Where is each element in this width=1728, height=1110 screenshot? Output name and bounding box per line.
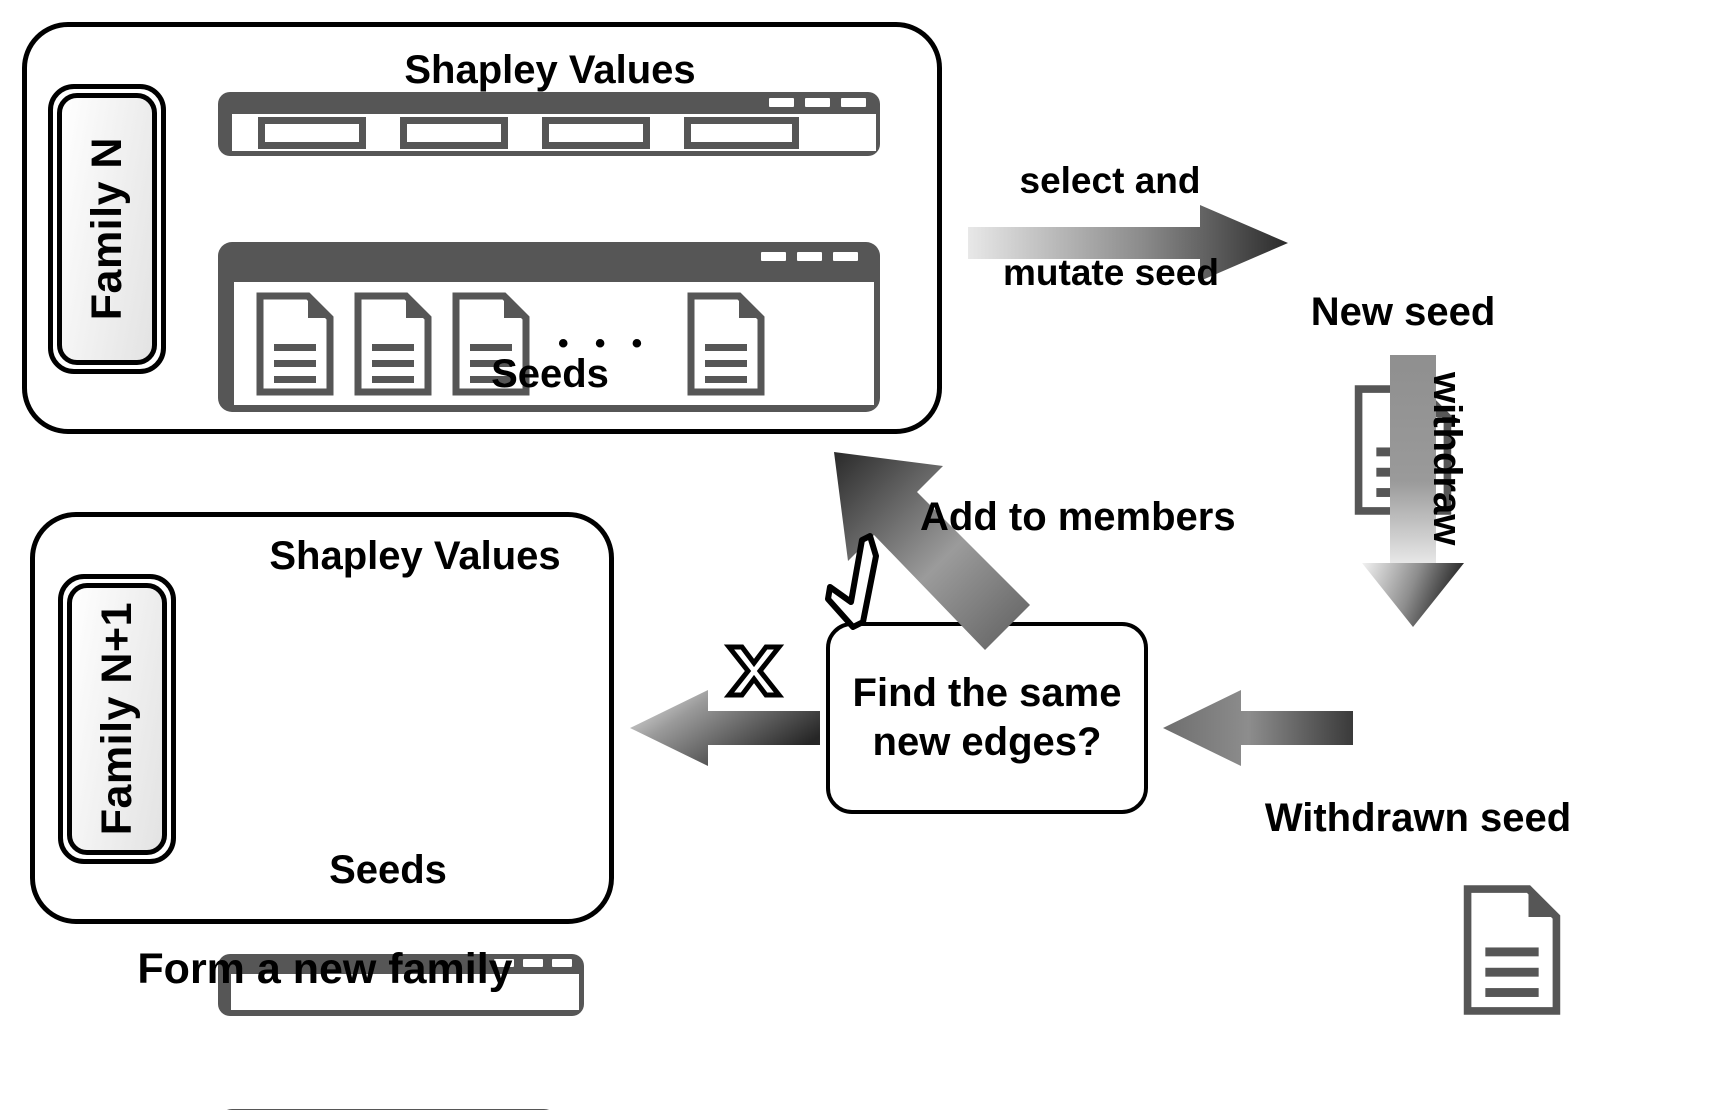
withdraw-arrow (1362, 355, 1464, 627)
seeds-ellipsis: • • • (558, 326, 652, 360)
cross-icon (723, 644, 785, 698)
shapley-slot (684, 116, 799, 149)
window-dots-seeds-n (761, 252, 858, 261)
family-n-shapley-caption: Shapley Values (404, 48, 696, 92)
window-dots-shapley-n (769, 98, 866, 107)
window-dot (769, 98, 794, 107)
select-mutate-arrow (968, 205, 1288, 281)
document-icon (256, 292, 334, 396)
window-dot (841, 98, 866, 107)
select-mutate-label-line2: mutate seed (1003, 252, 1219, 293)
family-n-seeds-caption: Seeds (491, 352, 609, 396)
family-n-seeds-body: • • • (234, 282, 874, 405)
family-n-plus-1-shapley-caption: Shapley Values (269, 534, 561, 578)
shapley-slot (400, 116, 508, 149)
decision-line-2: new edges? (872, 720, 1102, 764)
withdrawn-seed-document-icon (1462, 884, 1562, 1016)
family-n-plus-1-pill: Family N+1 (58, 574, 176, 864)
withdrawn-to-decision-arrow (1163, 690, 1353, 766)
document-icon (687, 292, 765, 396)
family-n-shapley-window (218, 92, 880, 156)
add-to-members-arrow (834, 452, 1030, 650)
withdrawn-seed-label: Withdrawn seed (1264, 796, 1572, 840)
document-icon (452, 292, 530, 396)
family-n-plus-1-label: Family N+1 (92, 602, 141, 836)
window-dot (552, 959, 572, 967)
family-n-label: Family N (82, 137, 131, 321)
shapley-slot (258, 116, 366, 149)
add-to-members-label: Add to members (920, 495, 1236, 539)
decision-line-1: Find the same (852, 671, 1122, 716)
form-a-new-family-caption: Form a new family (137, 945, 513, 993)
window-dot (523, 959, 543, 967)
family-n-plus-1-shapley-body (231, 974, 579, 1010)
window-dot (761, 252, 786, 261)
window-dots-shapley-n1 (494, 959, 572, 967)
window-dot (805, 98, 830, 107)
document-icon (354, 292, 432, 396)
family-n-seeds-window: • • • (218, 242, 880, 412)
select-mutate-label-line1: select and (1019, 160, 1201, 201)
window-dot (797, 252, 822, 261)
shapley-slot (542, 116, 650, 149)
new-seed-label: New seed (1310, 290, 1496, 334)
window-dot (494, 959, 514, 967)
family-n-pill: Family N (48, 84, 166, 374)
family-n-plus-1-shapley-window (218, 954, 584, 1016)
window-dot (833, 252, 858, 261)
family-n-shapley-body (232, 114, 876, 151)
check-icon (825, 533, 879, 630)
withdraw-label: withdraw (1425, 372, 1469, 546)
decision-to-family-arrow (630, 690, 820, 766)
family-n-plus-1-seeds-caption: Seeds (329, 848, 447, 892)
